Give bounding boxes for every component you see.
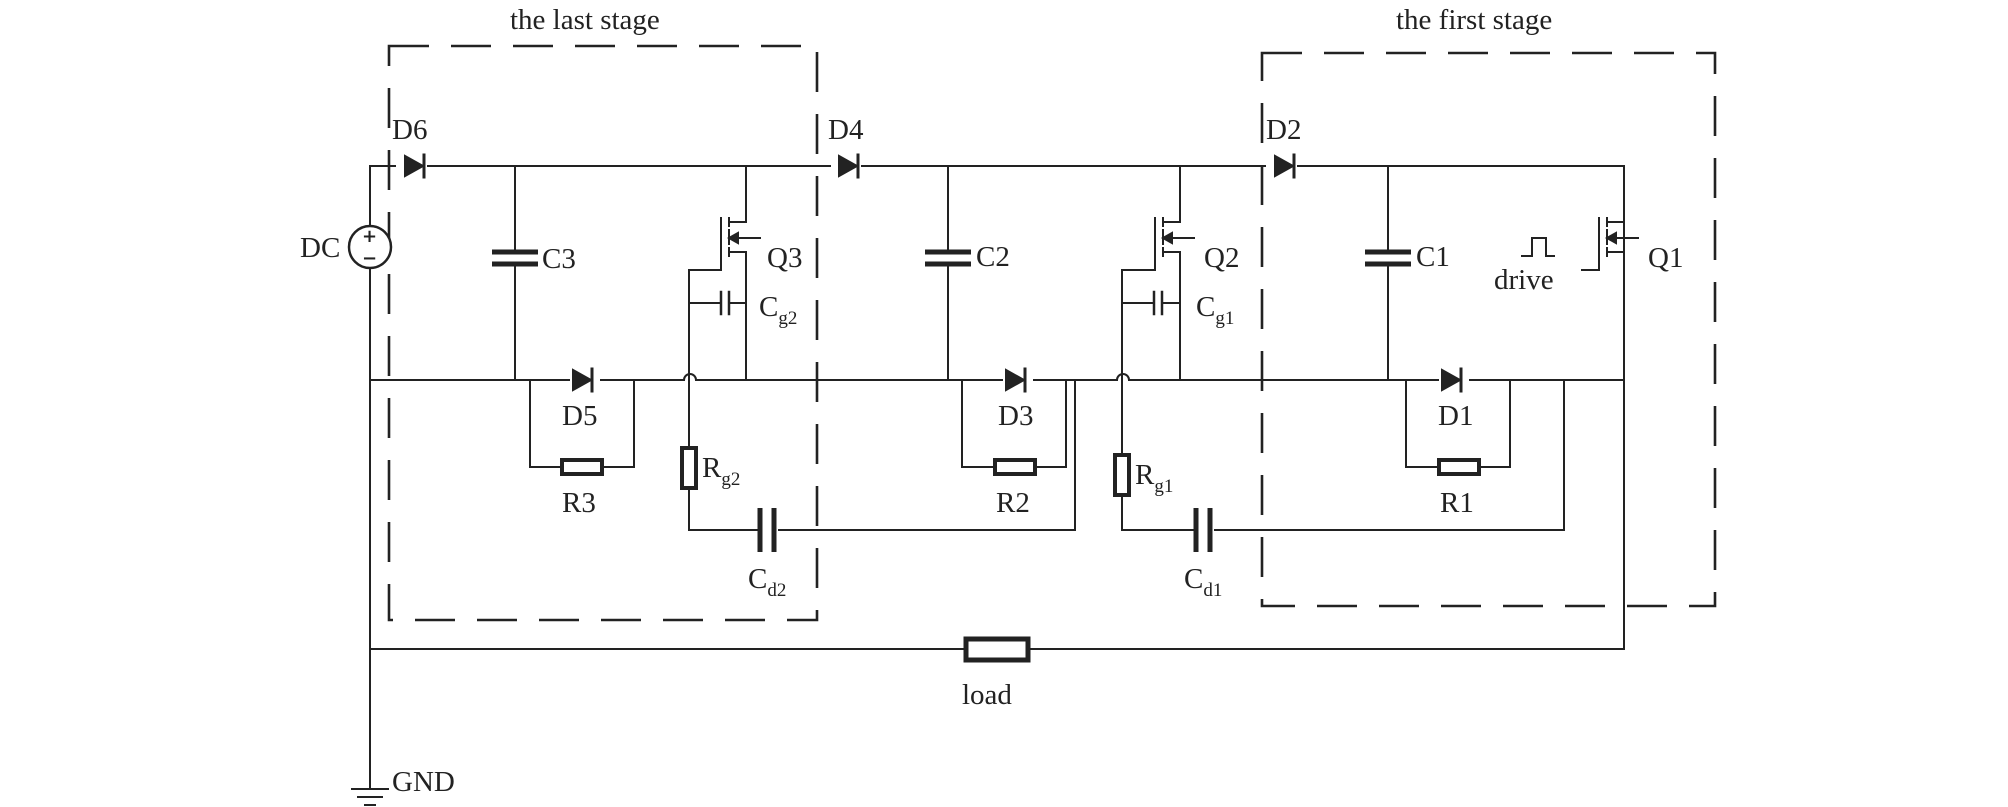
r3-label: R3 [562,487,596,519]
capacitor-cg2 [688,290,747,316]
q1-label: Q1 [1648,242,1683,274]
last-stage-label: the last stage [510,4,660,36]
cg1-label: Cg1 [1196,291,1234,329]
r1-branch [1405,379,1511,468]
mosfet-q2 [1121,165,1195,381]
r2-branch [961,379,1067,468]
last-stage-box [387,44,819,622]
drive-pulse-icon [1521,237,1555,257]
r1-label: R1 [1440,487,1474,519]
resistor-r2 [993,458,1037,476]
r2-label: R2 [996,487,1030,519]
rg1-label: Rg1 [1135,459,1173,497]
cd2-label: Cd2 [748,563,786,601]
gnd-label: GND [392,766,455,798]
d1-label: D1 [1438,400,1473,432]
c1-label: C1 [1416,241,1450,273]
d6-label: D6 [392,114,427,146]
d5-label: D5 [562,400,597,432]
dc-label: DC [300,232,340,264]
diode-d3 [1005,367,1027,393]
capacitor-cg1 [1121,290,1181,316]
diode-d2 [1274,153,1296,179]
diode-d6 [404,153,426,179]
q2-label: Q2 [1204,242,1239,274]
diode-d4 [838,153,860,179]
capacitor-cd2 [757,508,777,552]
first-stage-box [1260,51,1717,608]
capacitor-c1 [1365,165,1411,381]
rg2-branch [688,379,1076,531]
load-resistor [963,636,1031,663]
c2-label: C2 [976,241,1010,273]
mosfet-q1 [1581,217,1639,271]
minus-sign: − [362,248,377,269]
load-label: load [962,679,1012,711]
mosfet-q3 [688,165,761,381]
capacitor-cd1 [1193,508,1213,552]
r3-branch [529,379,635,468]
plus-sign: + [362,226,377,247]
drive-label: drive [1494,264,1554,296]
q3-label: Q3 [767,242,802,274]
rg1-branch [1121,379,1565,531]
d3-label: D3 [998,400,1033,432]
first-stage-label: the first stage [1396,4,1552,36]
d4-label: D4 [828,114,864,146]
resistor-rg2 [680,446,698,490]
c3-label: C3 [542,243,576,275]
diode-d5 [572,367,594,393]
resistor-r3 [560,458,604,476]
d2-label: D2 [1266,114,1301,146]
cg2-label: Cg2 [759,291,797,329]
resistor-rg1 [1113,453,1131,497]
capacitor-c3 [492,165,538,381]
cd1-label: Cd1 [1184,563,1222,601]
middle-rail [369,373,1625,382]
dc-source: + − [347,224,393,270]
capacitor-c2 [925,165,971,381]
diode-d1 [1441,367,1463,393]
resistor-r1 [1437,458,1481,476]
rg2-label: Rg2 [702,452,740,490]
ground-symbol [351,788,389,806]
